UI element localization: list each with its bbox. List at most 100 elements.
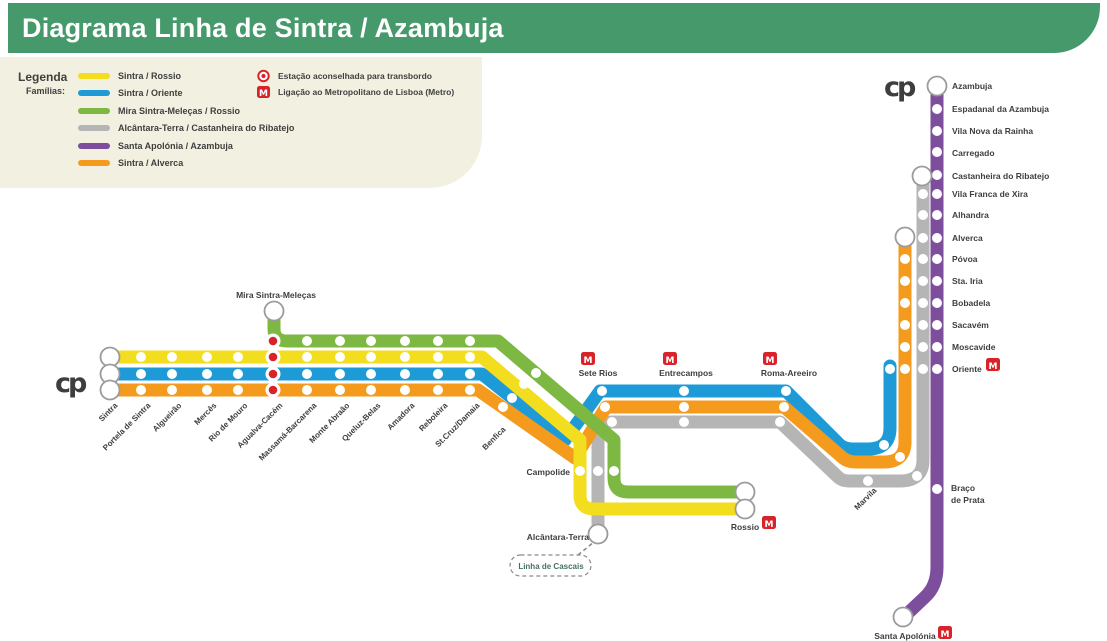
station-dot (607, 417, 617, 427)
station-dot (433, 352, 443, 362)
station-dot (900, 342, 910, 352)
line-swatch (78, 160, 110, 167)
station-dot (302, 352, 312, 362)
legend-symbol-label: Ligação ao Metropolitano de Lisboa (Metr… (278, 87, 455, 97)
station-dot (900, 364, 910, 374)
metro-icon: M (257, 86, 270, 99)
terminus-circle (263, 300, 285, 322)
station-label-azambuja: Azambuja (952, 81, 992, 91)
station-dot (932, 364, 942, 374)
station-label-reboleira: Reboleira (417, 401, 450, 434)
station-dot (366, 336, 376, 346)
station-label-santa-apolonia: Santa Apolónia (874, 631, 936, 641)
station-dot (885, 364, 895, 374)
station-dot (167, 352, 177, 362)
svg-text:M: M (584, 356, 593, 366)
station-dot (918, 254, 928, 264)
station-label-moscavide: Moscavide (952, 342, 996, 352)
station-dot (433, 336, 443, 346)
terminus-circle (911, 165, 933, 187)
station-dot (202, 352, 212, 362)
station-dot (900, 254, 910, 264)
terminus-circle (99, 379, 121, 401)
legend-family-row: Sintra / Oriente (78, 85, 294, 103)
station-dot (136, 352, 146, 362)
legend-symbol-label: Estação aconselhada para transbordo (278, 71, 432, 81)
station-dot (335, 336, 345, 346)
station-dot (433, 385, 443, 395)
station-label-sete-rios: Sete Rios (579, 368, 618, 378)
station-dot (136, 385, 146, 395)
legend-families: Sintra / Rossio Sintra / Oriente Mira Si… (78, 67, 294, 172)
station-label-braco-de-prata: de Prata (951, 495, 985, 505)
station-label-espadanal-da-azambuja: Espadanal da Azambuja (952, 104, 1049, 114)
station-label-bobadela: Bobadela (952, 298, 991, 308)
station-dot (895, 452, 905, 462)
station-dot (779, 402, 789, 412)
metro-icon: M (663, 352, 677, 366)
station-label-alhandra: Alhandra (952, 210, 989, 220)
line-swatch (78, 72, 110, 79)
legend-subtitle: Famílias: (26, 86, 66, 96)
svg-text:M: M (941, 630, 950, 640)
terminus-circle (587, 523, 609, 545)
station-label-massama-barcarena: Massamá-Barcarena (257, 401, 319, 463)
station-dot (679, 417, 689, 427)
station-dot (202, 369, 212, 379)
station-dot (900, 298, 910, 308)
cp-logo: cp (55, 368, 87, 399)
svg-text:M: M (666, 356, 675, 366)
station-dot (465, 352, 475, 362)
station-dot (400, 352, 410, 362)
station-dot (233, 369, 243, 379)
station-dot (366, 352, 376, 362)
station-label-mira-sintra-melecas: Mira Sintra-Meleças (236, 290, 316, 300)
station-label-braco-de-prata: Braço (951, 483, 975, 493)
station-dots (99, 75, 948, 628)
metro-icon: M (938, 626, 952, 640)
station-dot (202, 385, 212, 395)
station-dot (932, 254, 942, 264)
station-dot (233, 352, 243, 362)
line-sintra-alverca (103, 230, 912, 469)
page-title: Diagrama Linha de Sintra / Azambuja (22, 12, 504, 43)
legend-family-label: Alcântara-Terra / Castanheira do Ribatej… (118, 123, 295, 134)
station-label-algueirao: Algueirão (151, 401, 184, 434)
station-dot (932, 147, 942, 157)
station-dot (918, 342, 928, 352)
metro-icon: M (763, 352, 777, 366)
line-santa-apolonia-azambuja (899, 79, 944, 622)
terminus-circle (892, 606, 914, 628)
station-dot (912, 471, 922, 481)
station-dot (918, 320, 928, 330)
station-label-oriente: Oriente (952, 364, 982, 374)
station-dot (465, 336, 475, 346)
transfer-station-dot (268, 336, 278, 346)
station-label-alverca: Alverca (952, 233, 983, 243)
station-dot (918, 210, 928, 220)
station-label-povoa: Póvoa (952, 254, 978, 264)
station-label-amadora: Amadora (386, 401, 417, 432)
station-label-entrecampos: Entrecampos (659, 368, 713, 378)
station-label-castanheira-do-ribatejo: Castanheira do Ribatejo (952, 171, 1049, 181)
metro-icon: M (986, 358, 1000, 372)
svg-text:M: M (989, 362, 998, 372)
legend-family-row: Mira Sintra-Meleças / Rossio (78, 102, 294, 120)
station-label-sta-iria: Sta. Iria (952, 276, 983, 286)
station-dot (335, 369, 345, 379)
metro-icon: M (762, 516, 776, 530)
cascais-connector: Linha de Cascais (509, 541, 595, 577)
station-dot (136, 369, 146, 379)
station-dot (400, 385, 410, 395)
station-dot (932, 126, 942, 136)
station-dot (465, 385, 475, 395)
station-dot (593, 466, 603, 476)
station-dot (918, 276, 928, 286)
norte-line-labels: Azambuja Espadanal da Azambuja Vila Nova… (952, 81, 1049, 374)
legend-family-label: Sintra / Alverca (118, 158, 184, 169)
station-label-carregado: Carregado (952, 148, 995, 158)
cp-logo: cp (884, 72, 916, 103)
station-dot (932, 170, 942, 180)
line-swatch (78, 125, 110, 132)
